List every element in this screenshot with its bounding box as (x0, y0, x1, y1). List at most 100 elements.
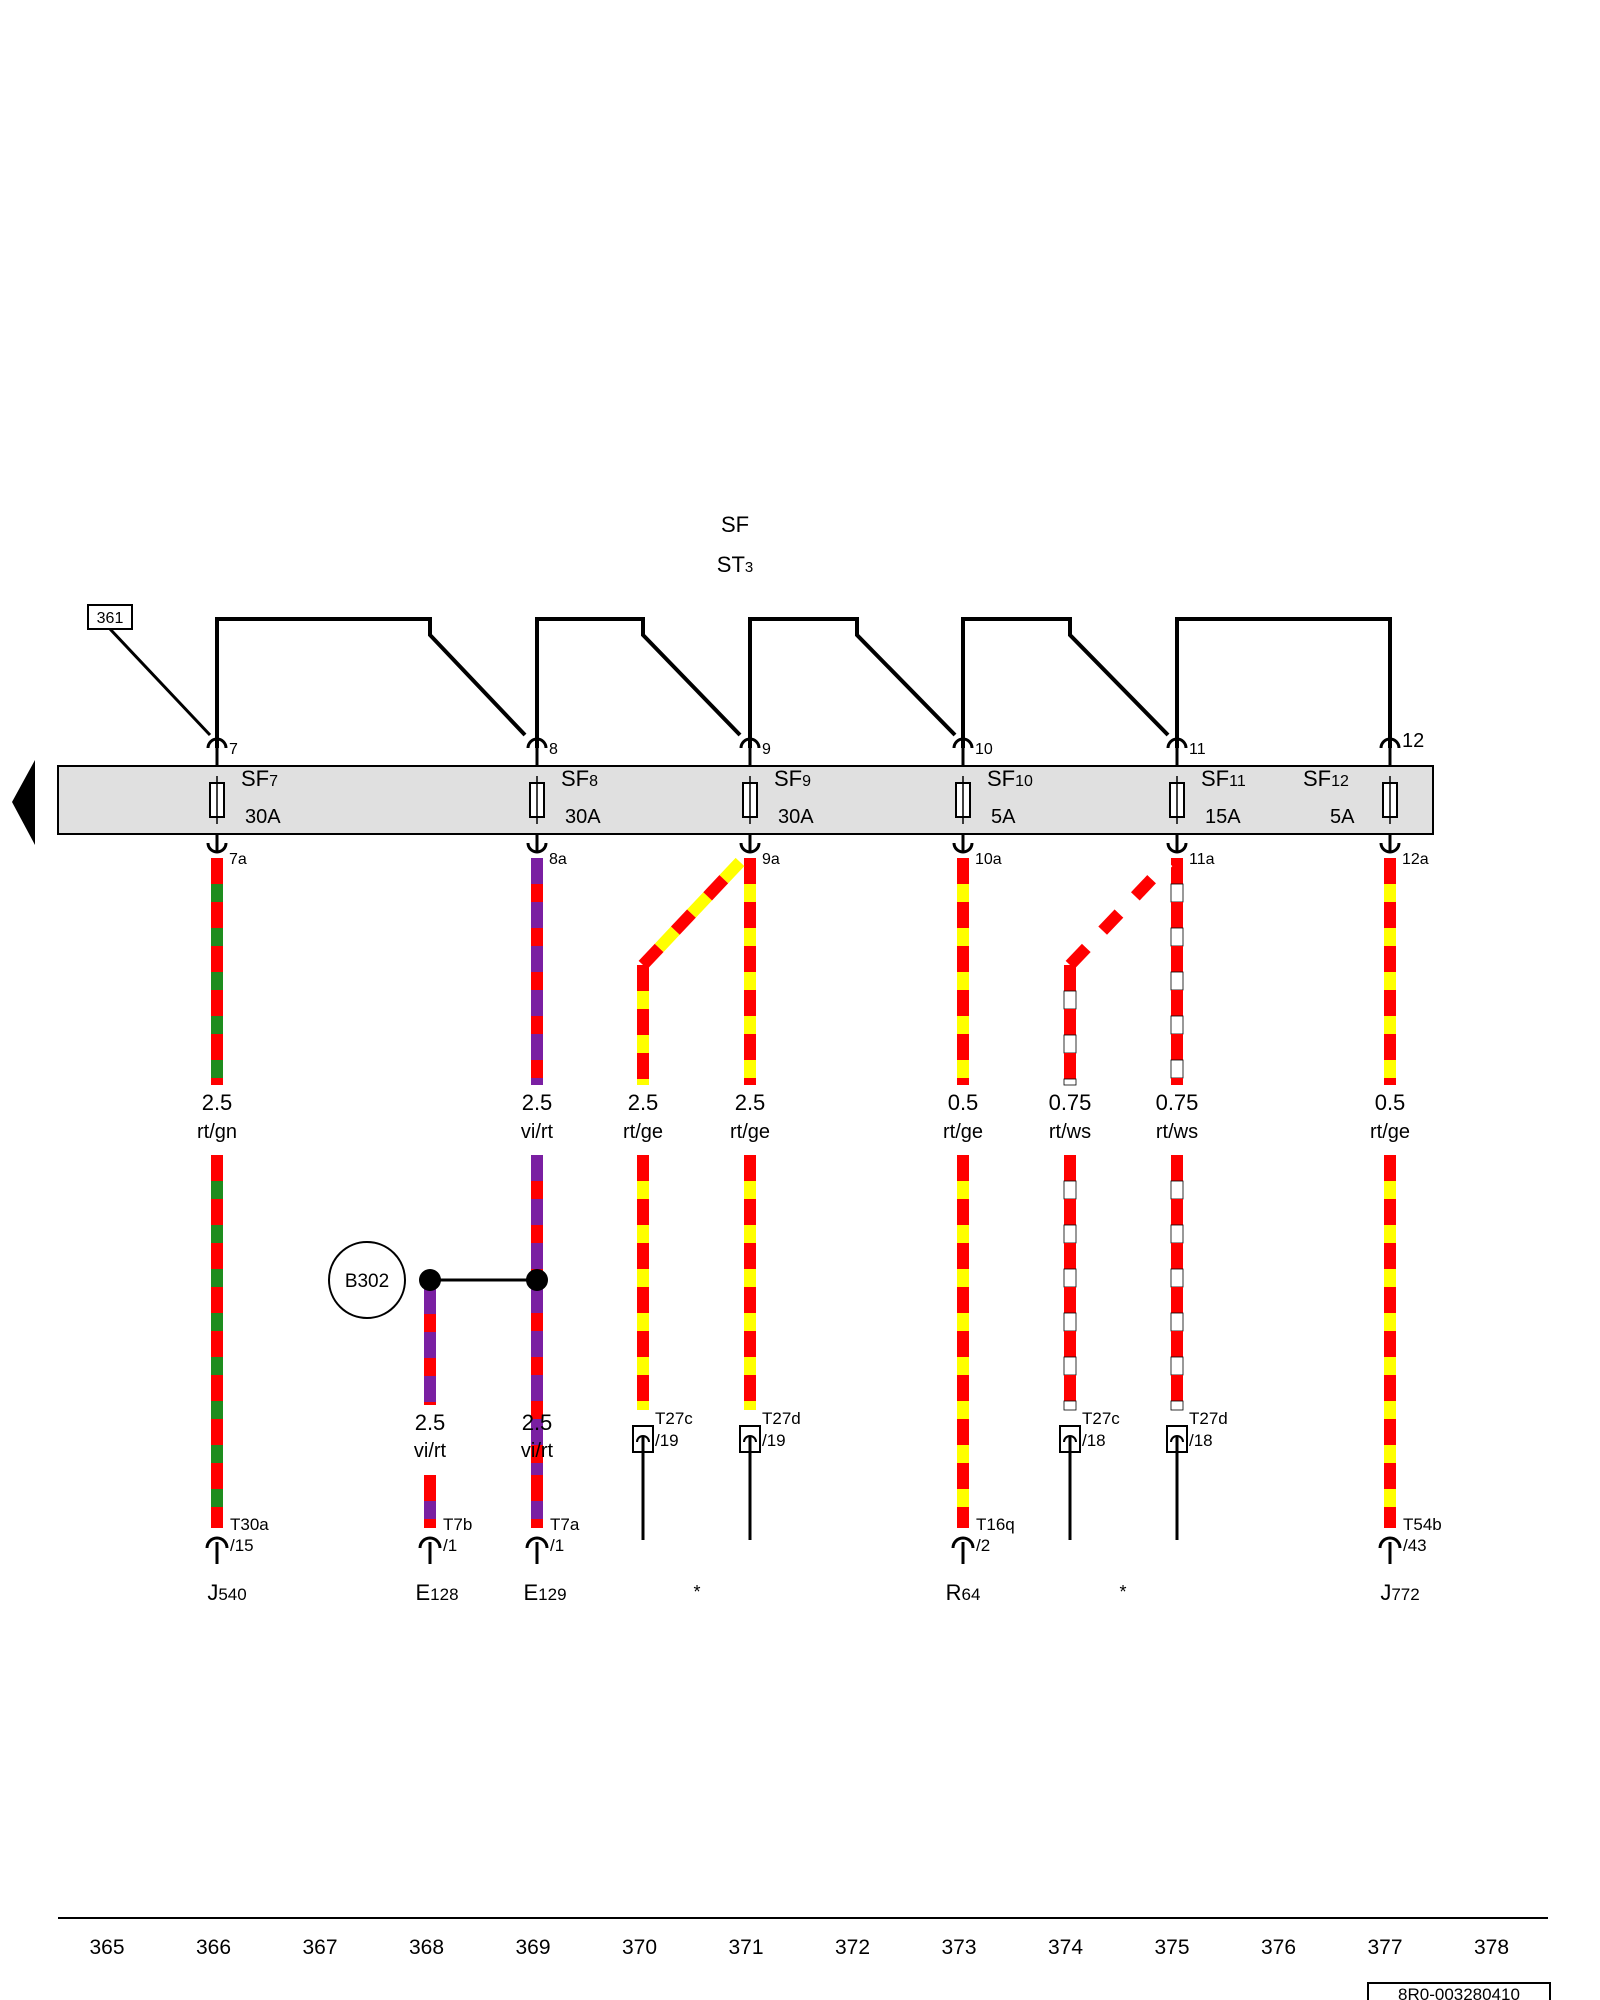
wire-stripe (957, 1225, 969, 1243)
wire-stripe (424, 1358, 436, 1376)
wire-stripe (424, 1402, 436, 1405)
wire-stripe (637, 1053, 649, 1079)
wire-stripe (211, 1331, 223, 1357)
wire-stripe (424, 1332, 436, 1358)
component-label: J772 (1380, 1580, 1419, 1605)
wire-stripe (1171, 1287, 1183, 1313)
wire-stripe (1170, 927, 1184, 947)
wire-stripe (531, 946, 543, 972)
wire-stripe (211, 1445, 223, 1463)
wire-stripe (637, 1331, 649, 1357)
wire-stripe (424, 1376, 436, 1402)
component-label: E128 (415, 1580, 458, 1605)
reference-box-label: 361 (97, 610, 124, 627)
ruler-number: 377 (1367, 1936, 1402, 1959)
ruler-number: 374 (1048, 1936, 1083, 1959)
wire-stripe (1170, 1180, 1184, 1200)
wire-stripe (211, 1243, 223, 1269)
connector-pin-icon (205, 1536, 229, 1549)
wire-stripe (211, 1034, 223, 1060)
fuse-slot-label: 8 (549, 741, 558, 758)
wire-diagonal (1065, 857, 1173, 970)
connector-pin: /43 (1403, 1536, 1427, 1555)
wire-stripe (211, 972, 223, 990)
terminal-bottom-icon (206, 842, 228, 854)
wire-stripe (1384, 1034, 1396, 1060)
wire-stripe (531, 928, 543, 946)
fuse-rating: 30A (778, 806, 814, 828)
wire-size-label: 0.75 (1049, 1090, 1092, 1115)
wire-stripe (744, 972, 756, 990)
wire-stripe (744, 1269, 756, 1287)
wire-stripe (531, 858, 543, 884)
ruler-number: 370 (622, 1936, 657, 1959)
wire-stripe (424, 1475, 436, 1501)
wire-stripe (1384, 1401, 1396, 1419)
wire-stripe (744, 1181, 756, 1199)
wire-stripe (687, 892, 713, 918)
wire-stripe (957, 1269, 969, 1287)
fuse-box-title: SF (721, 512, 749, 537)
fuse-pin-label: 7a (229, 851, 247, 868)
wire-stripe (211, 1016, 223, 1034)
wire-stripe (1171, 946, 1183, 972)
wire-stripe (1064, 1155, 1076, 1181)
wire-stripe (1065, 943, 1091, 970)
wire-stripe (957, 1060, 969, 1078)
wire-stripe (211, 1199, 223, 1225)
wire-stripe (1384, 1078, 1396, 1085)
connector-pin: /18 (1082, 1431, 1106, 1450)
wire-stripe (637, 1375, 649, 1401)
wire-stripe (957, 928, 969, 946)
wire-stripe (1063, 1180, 1077, 1200)
fuse-name: SF9 (774, 766, 811, 791)
component-label: R64 (946, 1580, 981, 1605)
connector-pin: /19 (762, 1431, 786, 1450)
wire-stripe (1384, 1313, 1396, 1331)
wire-stripe (1384, 1016, 1396, 1034)
wire-segment (637, 965, 649, 1085)
wire-stripe (211, 1463, 223, 1489)
wire-stripe (1064, 1199, 1076, 1225)
wire-stripe (1384, 1375, 1396, 1401)
wire-stripe (744, 928, 756, 946)
wire-stripe (637, 1009, 649, 1035)
wire-stripe (531, 1016, 543, 1034)
connector-pin: /2 (976, 1536, 990, 1555)
wire-stripe (1384, 1357, 1396, 1375)
wire-size-label: 0.5 (1375, 1090, 1406, 1115)
fuse-slot-label: 7 (229, 741, 238, 758)
wire-stripe (424, 1314, 436, 1332)
wire-stripe (744, 1199, 756, 1225)
wire-stripe (744, 946, 756, 972)
wire-color-label: rt/ge (730, 1121, 770, 1143)
wire-stripe (637, 1035, 649, 1053)
connector-pin-icon (525, 1536, 549, 1549)
wire-stripe (744, 1331, 756, 1357)
wire-stripe (211, 1507, 223, 1528)
wire-size-label: 2.5 (522, 1410, 553, 1435)
wire-stripe (1064, 1009, 1076, 1035)
ruler-number: 369 (515, 1936, 550, 1959)
terminal-bottom-icon (1166, 842, 1188, 854)
wire-color-label: rt/ws (1049, 1121, 1091, 1143)
wire-stripe (637, 991, 649, 1009)
ruler-number: 375 (1154, 1936, 1189, 1959)
wire-stripe (1063, 1078, 1077, 1086)
ruler-number: 365 (89, 1936, 124, 1959)
fuse-group: 77aSF730A88aSF830A99aSF930A1010aSF105A11… (206, 730, 1429, 868)
wire-stripe (744, 1034, 756, 1060)
wire-stripe (211, 1225, 223, 1243)
wire-stripe (211, 1181, 223, 1199)
wire-stripe (1384, 1489, 1396, 1507)
wire-stripe (637, 1269, 649, 1287)
wire-stripe (703, 875, 729, 901)
wire-stripe (1384, 1243, 1396, 1269)
wire-stripe (957, 1181, 969, 1199)
wire-stripe (1098, 909, 1124, 935)
wire-size-label: 2.5 (522, 1090, 553, 1115)
wire-color-label: rt/ge (623, 1121, 663, 1143)
wire-stripe (1064, 1287, 1076, 1313)
wire-group: 2.5rt/gn2.5vi/rt2.5rt/ge2.5rt/ge0.5rt/ge… (197, 857, 1410, 1528)
